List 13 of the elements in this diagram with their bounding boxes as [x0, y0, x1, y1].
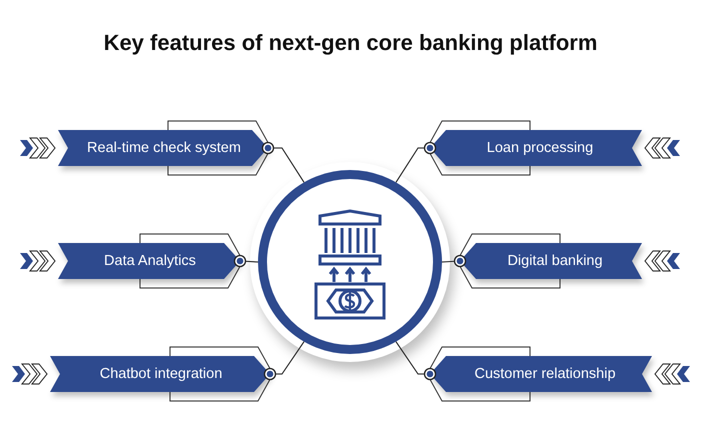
connector-line: [264, 341, 304, 380]
connector-line: [396, 142, 436, 183]
feature-label: Customer relationship: [474, 366, 616, 382]
feature-label: Real-time check system: [87, 140, 241, 156]
feature-label: Chatbot integration: [100, 366, 222, 382]
connector-line: [262, 142, 304, 183]
title: Key features of next-gen core banking platform: [104, 30, 598, 56]
feature-label: Data Analytics: [104, 253, 196, 269]
feature-label: Loan processing: [486, 140, 594, 156]
feature-label: Digital banking: [507, 253, 603, 269]
connector-line: [442, 254, 466, 268]
connector-line: [234, 254, 258, 268]
connector-line: [396, 341, 436, 380]
